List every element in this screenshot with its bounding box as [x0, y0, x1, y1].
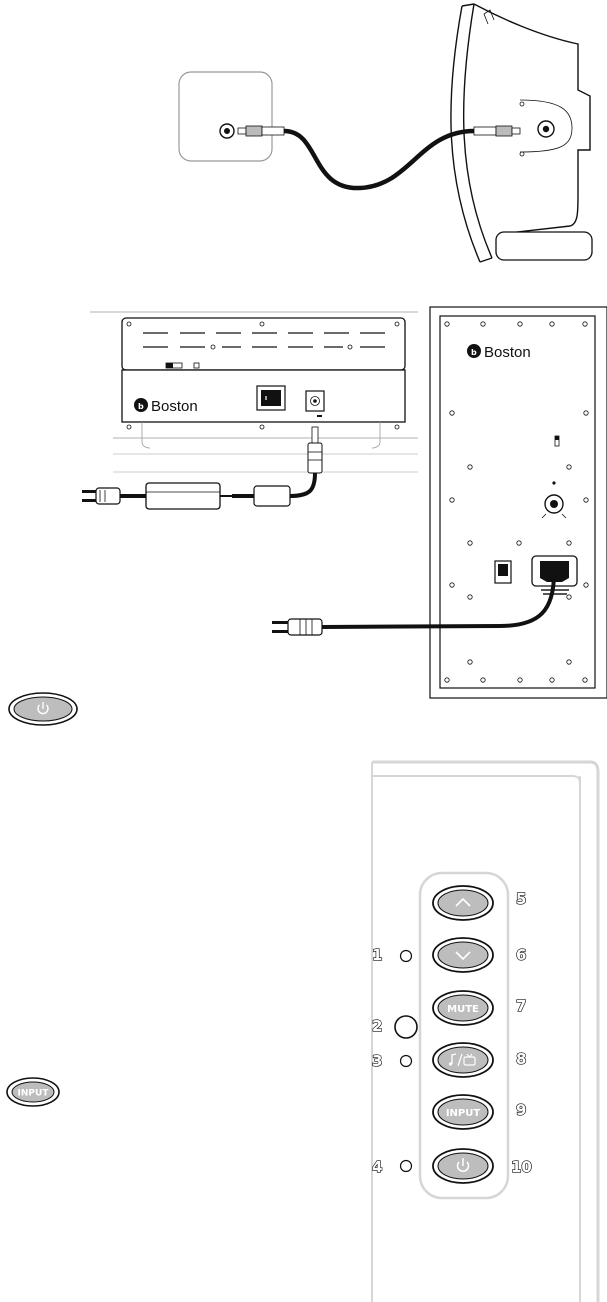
power-connection-illustration: b Boston [82, 307, 607, 698]
power-adapter-cable [82, 427, 322, 509]
svg-text:Boston: Boston [484, 344, 531, 361]
standalone-input-label: INPUT [18, 1089, 50, 1099]
callout-4: 4 [372, 1158, 382, 1176]
callout-2: 2 [372, 1017, 382, 1035]
audio-source-device [179, 72, 272, 161]
indicator-led-4 [401, 1161, 412, 1172]
svg-text:b: b [138, 402, 144, 411]
callout-5: 5 [516, 890, 526, 908]
callout-9: 9 [516, 1101, 526, 1119]
callout-7: 7 [516, 997, 526, 1015]
input-button[interactable]: INPUT [433, 1095, 493, 1129]
indicator-led-3 [401, 1056, 412, 1067]
mute-button-label: MUTE [447, 1004, 479, 1015]
standalone-power-button[interactable] [9, 693, 77, 725]
cable-plug-right [474, 126, 520, 136]
volume-up-button[interactable] [433, 886, 493, 920]
callout-3: 3 [372, 1052, 382, 1070]
audio-cable [284, 131, 474, 188]
ir-sensor [395, 1016, 417, 1038]
standalone-input-button[interactable]: INPUT [7, 1078, 59, 1106]
volume-down-button[interactable] [433, 938, 493, 972]
power-button[interactable] [433, 1149, 493, 1183]
callout-6: 6 [516, 946, 526, 964]
indicator-led-1 [401, 951, 412, 962]
callout-10: 10 [511, 1158, 532, 1176]
svg-text:b: b [471, 348, 477, 357]
audio-connection-illustration [179, 4, 592, 262]
music-tv-button[interactable] [433, 1043, 493, 1077]
power-adapter-brick [146, 483, 220, 509]
mute-button[interactable]: MUTE [433, 991, 493, 1025]
subwoofer-rear-panel: b Boston [122, 318, 405, 429]
speaker-rear-panel: b Boston [430, 307, 607, 698]
callout-1: 1 [372, 946, 382, 964]
svg-text:Boston: Boston [151, 398, 198, 415]
input-button-label: INPUT [446, 1108, 481, 1119]
callout-8: 8 [516, 1050, 526, 1068]
control-panel-illustration: MUTE INPUT [372, 762, 598, 1302]
